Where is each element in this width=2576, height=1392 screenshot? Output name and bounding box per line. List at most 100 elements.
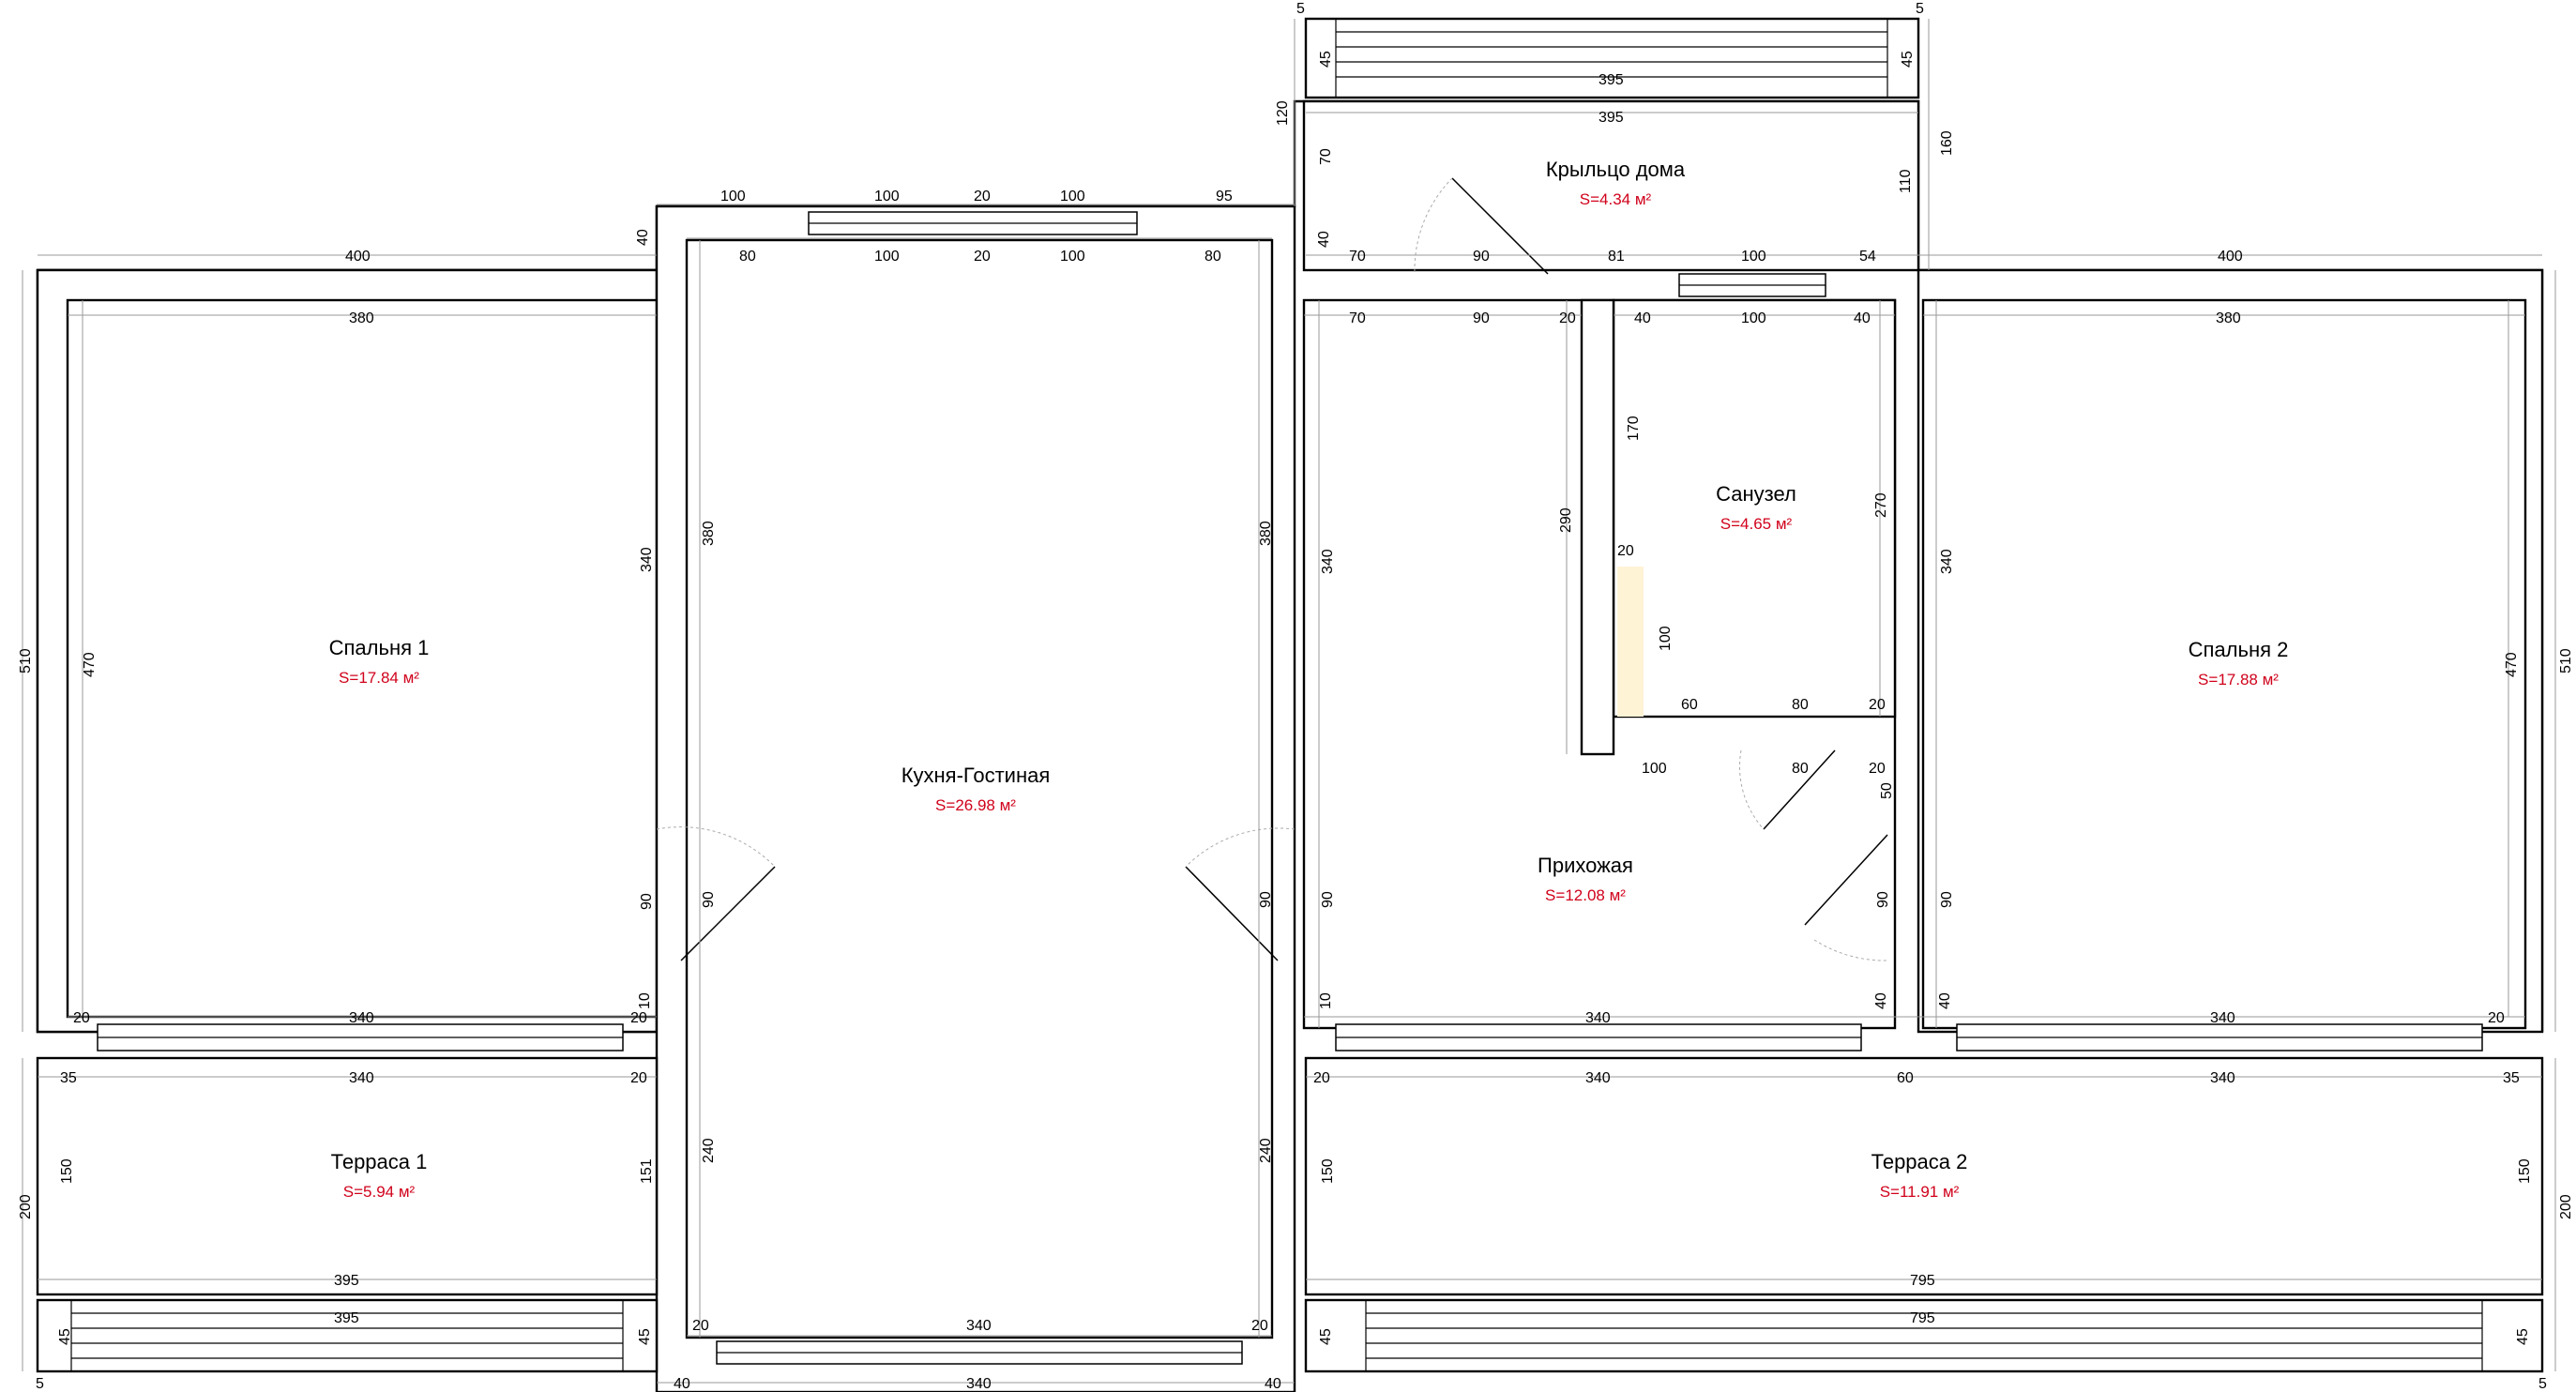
- dim-label: 40: [1316, 231, 1332, 248]
- dim-label: 80: [739, 249, 756, 265]
- dim-label: 340: [2210, 1010, 2235, 1026]
- dim-label: 340: [966, 1318, 992, 1334]
- dim-label: 35: [60, 1070, 77, 1086]
- dim-label: 10: [1318, 992, 1334, 1009]
- room-area-kitchen-living: S=26.98 м²: [935, 796, 1016, 814]
- dim-label: 395: [334, 1310, 359, 1326]
- dim-label: 5: [1916, 1, 1924, 17]
- dim-label: 100: [1060, 249, 1085, 265]
- dim-label: 150: [59, 1158, 75, 1184]
- room-area-bedroom-2: S=17.88 м²: [2198, 671, 2279, 688]
- dim-label: 81: [1608, 249, 1625, 265]
- dim-label: 470: [2504, 652, 2520, 677]
- dim-label: 200: [2558, 1194, 2574, 1219]
- dim-label: 20: [974, 249, 991, 265]
- dim-label: 20: [2488, 1010, 2505, 1026]
- dim-label: 40: [1265, 1376, 1281, 1392]
- dim-label: 395: [1599, 110, 1624, 126]
- dim-label: 340: [966, 1376, 992, 1392]
- room-area-terrace-2: S=11.91 м²: [1880, 1183, 1960, 1201]
- dim-label: 95: [1216, 189, 1233, 204]
- dim-label: 151: [639, 1158, 655, 1184]
- room-name-bedroom-1: Спальня 1: [329, 636, 430, 659]
- dim-label: 90: [1875, 891, 1891, 908]
- dim-label: 60: [1897, 1070, 1914, 1086]
- dim-label: 90: [1258, 891, 1274, 908]
- room-name-hallway: Прихожая: [1538, 854, 1633, 877]
- dim-label: 400: [2218, 249, 2243, 265]
- room-area-bedroom-1: S=17.84 м²: [339, 669, 419, 687]
- dim-label: 40: [1937, 992, 1953, 1009]
- dim-label: 290: [1558, 507, 1574, 533]
- dim-label: 20: [1869, 761, 1886, 777]
- dim-label: 340: [1939, 549, 1955, 574]
- dim-label: 45: [1318, 1328, 1334, 1345]
- dim-label: 470: [82, 652, 98, 677]
- dim-label: 5: [2538, 1376, 2547, 1392]
- room-labels: Спальня 1 S=17.84 м² Кухня-Гостиная S=26…: [329, 158, 2289, 1201]
- dim-label: 510: [18, 648, 34, 673]
- dim-label: 100: [1658, 626, 1674, 651]
- dim-label: 380: [701, 521, 717, 546]
- dim-label: 50: [1879, 782, 1895, 799]
- room-name-kitchen-living: Кухня-Гостиная: [902, 764, 1051, 787]
- dim-label: 20: [630, 1010, 647, 1026]
- dim-label: 90: [1939, 891, 1955, 908]
- dim-label: 340: [1585, 1070, 1611, 1086]
- dim-label: 100: [874, 189, 900, 204]
- dim-label: 20: [1251, 1318, 1268, 1334]
- dim-label: 120: [1275, 100, 1291, 126]
- dim-label: 100: [1741, 249, 1766, 265]
- dim-label: 45: [1900, 51, 1916, 68]
- dim-label: 80: [1792, 697, 1809, 713]
- dim-label: 100: [1741, 310, 1766, 326]
- dim-label: 170: [1626, 416, 1642, 441]
- dim-label: 380: [1258, 521, 1274, 546]
- dim-label: 40: [1634, 310, 1651, 326]
- dim-label: 100: [720, 189, 746, 204]
- dim-label: 395: [1599, 72, 1624, 88]
- dim-label: 795: [1910, 1273, 1935, 1289]
- room-area-bathroom: S=4.65 м²: [1720, 515, 1793, 533]
- room-name-porch: Крыльцо дома: [1546, 158, 1686, 181]
- dim-label: 380: [349, 310, 374, 326]
- dim-label: 340: [1320, 549, 1336, 574]
- dim-label: 20: [1617, 543, 1634, 559]
- room-name-bedroom-2: Спальня 2: [2189, 638, 2289, 661]
- dim-label: 45: [57, 1328, 73, 1345]
- dim-label: 70: [1318, 148, 1334, 165]
- dim-label: 60: [1681, 697, 1698, 713]
- decking: [70, 19, 2483, 1371]
- dim-label: 40: [674, 1376, 690, 1392]
- dim-label: 10: [637, 992, 653, 1009]
- dim-label: 20: [630, 1070, 647, 1086]
- dim-label: 90: [1473, 310, 1490, 326]
- dim-label: 340: [2210, 1070, 2235, 1086]
- dim-label: 5: [36, 1376, 44, 1392]
- dim-label: 90: [639, 893, 655, 910]
- dim-label: 20: [1559, 310, 1576, 326]
- dim-label: 340: [349, 1010, 374, 1026]
- dim-label: 90: [1473, 249, 1490, 265]
- dim-label: 40: [635, 229, 651, 246]
- dim-label: 160: [1939, 130, 1955, 156]
- dim-label: 70: [1349, 310, 1366, 326]
- room-area-hallway: S=12.08 м²: [1545, 886, 1626, 904]
- dim-label: 795: [1910, 1310, 1935, 1326]
- dim-label: 35: [2503, 1070, 2520, 1086]
- dim-label: 400: [345, 249, 371, 265]
- dim-label: 45: [2515, 1328, 2531, 1345]
- dim-label: 70: [1349, 249, 1366, 265]
- dim-label: 20: [974, 189, 991, 204]
- dim-label: 100: [1060, 189, 1085, 204]
- walls: [36, 17, 2544, 1392]
- dim-label: 395: [334, 1273, 359, 1289]
- dim-label: 240: [1258, 1138, 1274, 1163]
- room-name-terrace-2: Терраса 2: [1871, 1150, 1968, 1173]
- dim-label: 90: [1320, 891, 1336, 908]
- dim-label: 380: [2216, 310, 2241, 326]
- dim-label: 150: [2517, 1158, 2533, 1184]
- dim-label: 80: [1205, 249, 1221, 265]
- dimension-labels: 400 400 100 100 20 100 95 80 100 20 100 …: [18, 1, 2574, 1392]
